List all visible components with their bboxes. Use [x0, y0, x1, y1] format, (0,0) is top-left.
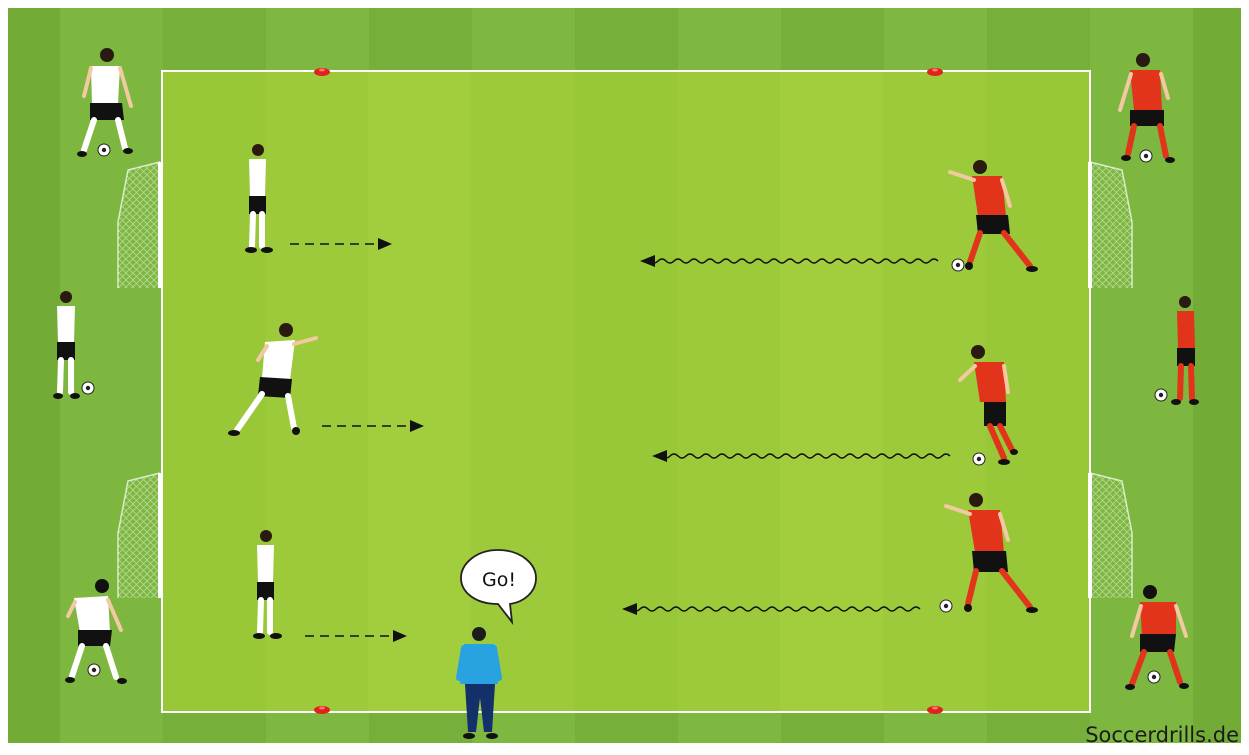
watermark-text: Soccerdrills.de	[1085, 723, 1239, 747]
soccer-ball	[88, 664, 100, 676]
cone-marker	[927, 68, 943, 76]
soccer-ball	[1155, 389, 1167, 401]
cone-marker	[927, 706, 943, 714]
soccer-ball	[1148, 671, 1160, 683]
soccer-ball	[1140, 150, 1152, 162]
cone-marker	[314, 68, 330, 76]
soccer-ball	[940, 600, 952, 612]
playing-area	[162, 71, 1090, 712]
soccer-ball	[973, 453, 985, 465]
soccer-ball	[82, 382, 94, 394]
speech-text: Go!	[482, 569, 516, 591]
soccer-ball	[952, 259, 964, 271]
cone-marker	[314, 706, 330, 714]
soccer-ball	[98, 144, 110, 156]
